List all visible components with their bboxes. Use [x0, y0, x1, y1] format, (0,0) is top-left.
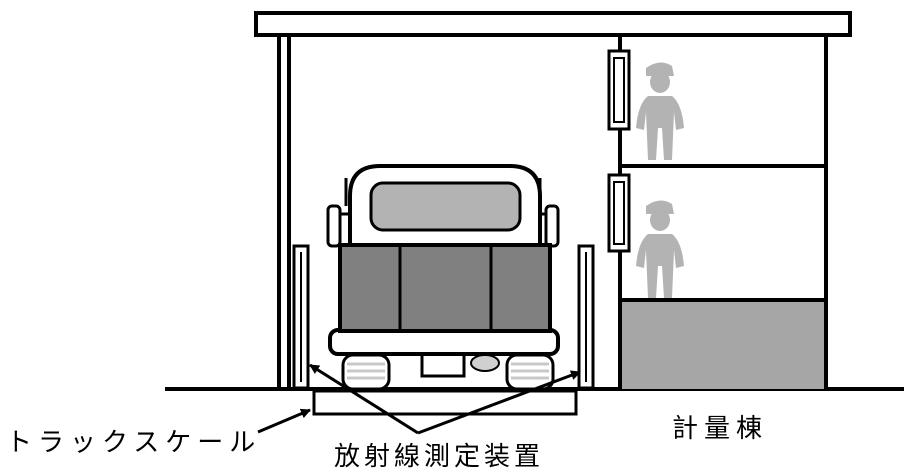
pointer-radiation-right — [417, 370, 581, 435]
pointer-truck-scale — [257, 408, 311, 434]
counter — [622, 302, 824, 389]
weighing-building — [618, 35, 828, 389]
truck-scale-label: トラックスケール — [6, 428, 262, 458]
wall-window-lower — [607, 173, 631, 253]
pointer-radiation-left — [309, 363, 419, 435]
truck-windshield — [369, 181, 522, 232]
left-column — [277, 35, 291, 389]
radiation-detector-right — [577, 244, 595, 390]
radiation-detector-left — [292, 244, 310, 390]
truck-cargo — [338, 243, 552, 333]
truck — [326, 164, 560, 391]
wall-window-upper — [607, 49, 631, 131]
person-icon — [636, 62, 684, 160]
truck-scale-plate — [312, 389, 578, 416]
radiation-device-label: 放射線測定装置 — [334, 442, 545, 472]
roof — [254, 11, 852, 37]
weighing-building-label: 計量棟 — [672, 414, 769, 444]
person-icon — [636, 200, 684, 298]
truck-bumper — [328, 328, 560, 356]
truck-tire-left — [341, 353, 391, 391]
